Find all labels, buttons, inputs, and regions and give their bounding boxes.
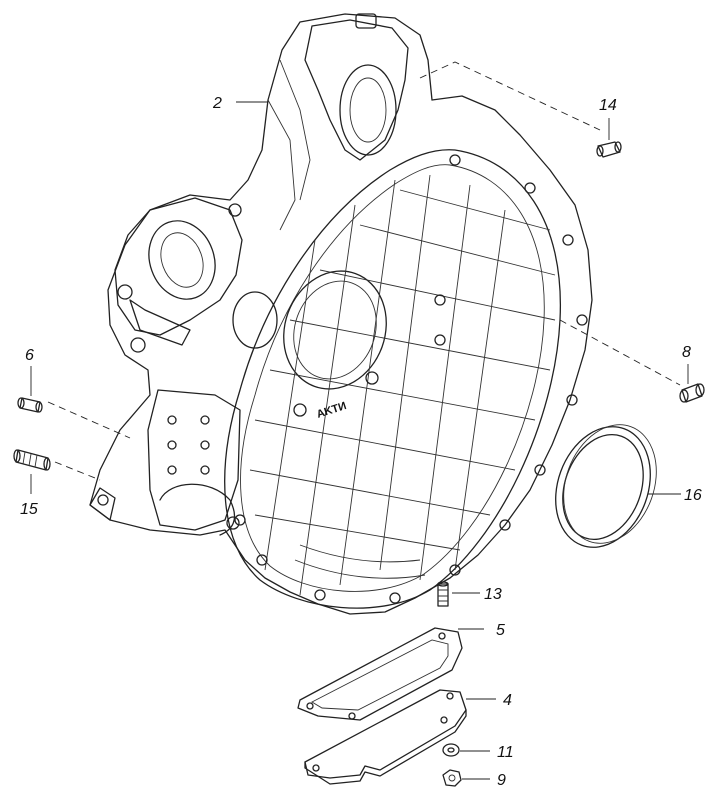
part-16-oil-seal [555,424,657,548]
part-4-cover-plate [304,689,467,785]
crankshaft-bore [283,270,387,390]
part-13-stud [437,581,449,607]
top-bore [339,64,397,156]
callout-13: 13 [484,586,502,603]
starter-mount [147,389,241,531]
callout-14: 14 [599,97,617,114]
callout-11: 11 [497,744,514,761]
part-6-plug [17,397,43,413]
callout-9: 9 [497,772,506,789]
callout-4: 4 [503,692,512,709]
part-14-plug [596,141,622,158]
part-8-plug [679,383,705,403]
callout-leaders [30,101,689,780]
part-11-washer [442,743,460,757]
callout-8: 8 [682,344,691,361]
callout-16: 16 [684,487,702,504]
mating-flange [224,149,562,609]
assembly-paths [47,61,681,481]
callout-15: 15 [20,501,38,518]
housing-top-cover [304,19,409,161]
callout-6: 6 [25,347,34,364]
housing-outline [89,13,593,615]
housing-left-boss [114,197,243,336]
part-5-gasket [297,627,463,721]
callout-5: 5 [496,622,505,639]
top-plug [355,13,377,29]
callout-labels: 2 14 6 8 15 16 13 5 4 11 9 [20,95,702,789]
face-hatching [249,174,556,596]
part-9-nut [442,769,462,787]
housing-marking: AKTИ [315,400,348,421]
callout-2: 2 [212,95,222,112]
flange-bolt-holes [234,154,588,604]
part-15-stud [13,449,51,471]
flywheel-housing: AKTИ [89,13,593,615]
